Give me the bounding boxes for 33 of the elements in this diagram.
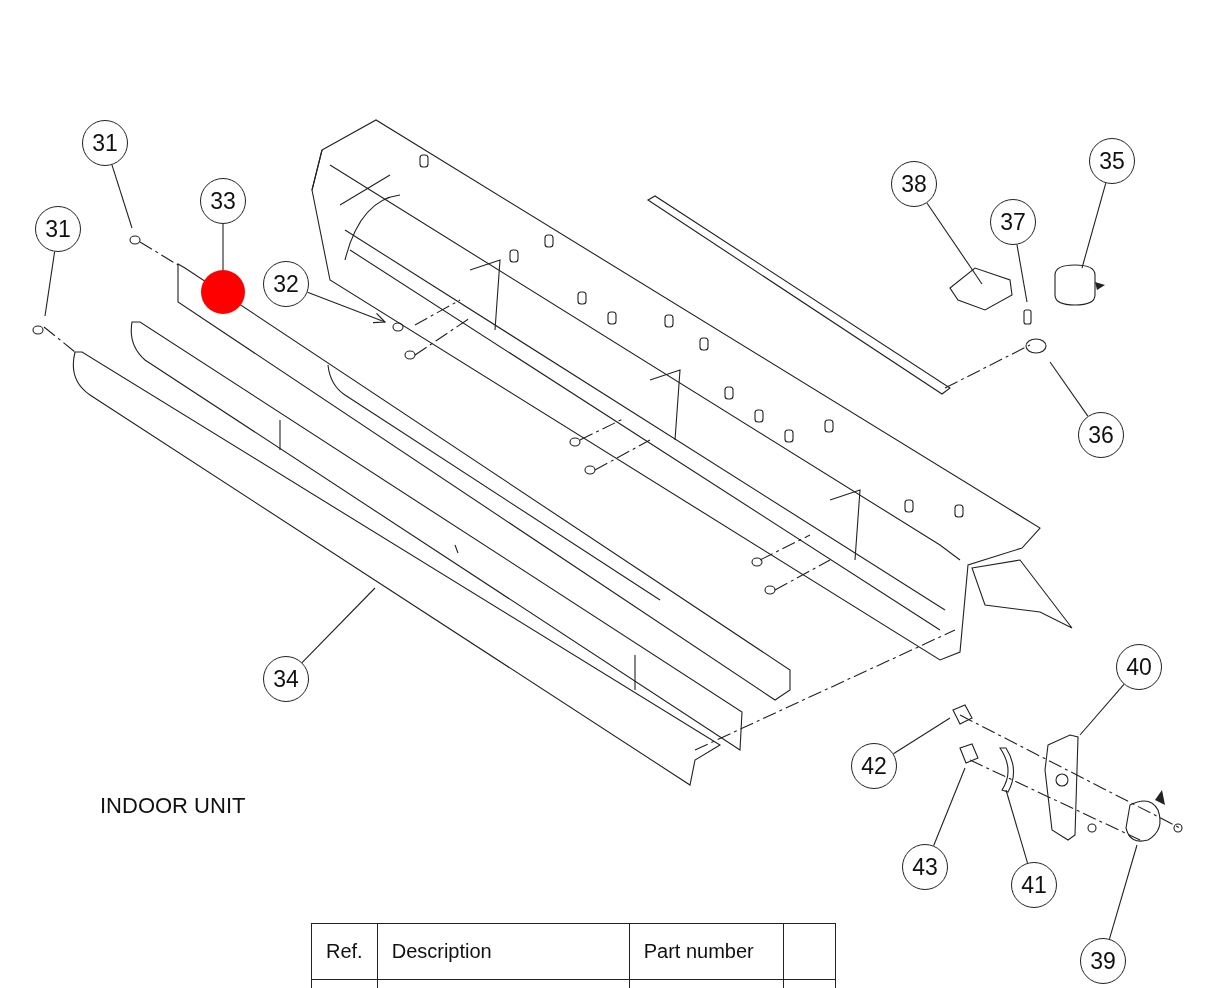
leader-line — [1108, 844, 1138, 940]
leader-line — [301, 587, 376, 664]
leader-line — [1016, 244, 1028, 303]
leader-line — [1079, 683, 1125, 736]
callout-number: 37 — [990, 199, 1036, 245]
unit-label: INDOOR UNIT — [100, 793, 246, 819]
leader-line — [44, 251, 56, 317]
callout-number: 41 — [1011, 862, 1057, 908]
marker-dot — [201, 270, 245, 314]
leader-line — [1005, 789, 1029, 864]
callout-number: 34 — [263, 656, 309, 702]
callout-number: 35 — [1089, 138, 1135, 184]
callout-number: 36 — [1078, 412, 1124, 458]
callout-number: 39 — [1080, 938, 1126, 984]
leader-line — [933, 767, 966, 847]
leader-line — [1049, 361, 1089, 417]
leader-line — [892, 717, 951, 755]
table-header-cell: Description — [377, 923, 630, 980]
table-header-cell: Part number — [629, 923, 784, 980]
leader-line — [222, 223, 224, 271]
leader-arrow — [306, 291, 386, 324]
callout-number: 42 — [851, 743, 897, 789]
callout-number: 32 — [263, 261, 309, 307]
table-header-cell: Ref. — [311, 923, 378, 980]
callout-number: 33 — [200, 178, 246, 224]
callout-number: 38 — [891, 161, 937, 207]
callout-number: 43 — [902, 844, 948, 890]
callout-number: 40 — [1116, 644, 1162, 690]
leader-line — [926, 202, 983, 285]
callout-number: 31 — [35, 206, 81, 252]
callout-number: 31 — [82, 120, 128, 166]
leader-line — [111, 164, 133, 229]
leader-line — [1081, 182, 1107, 269]
